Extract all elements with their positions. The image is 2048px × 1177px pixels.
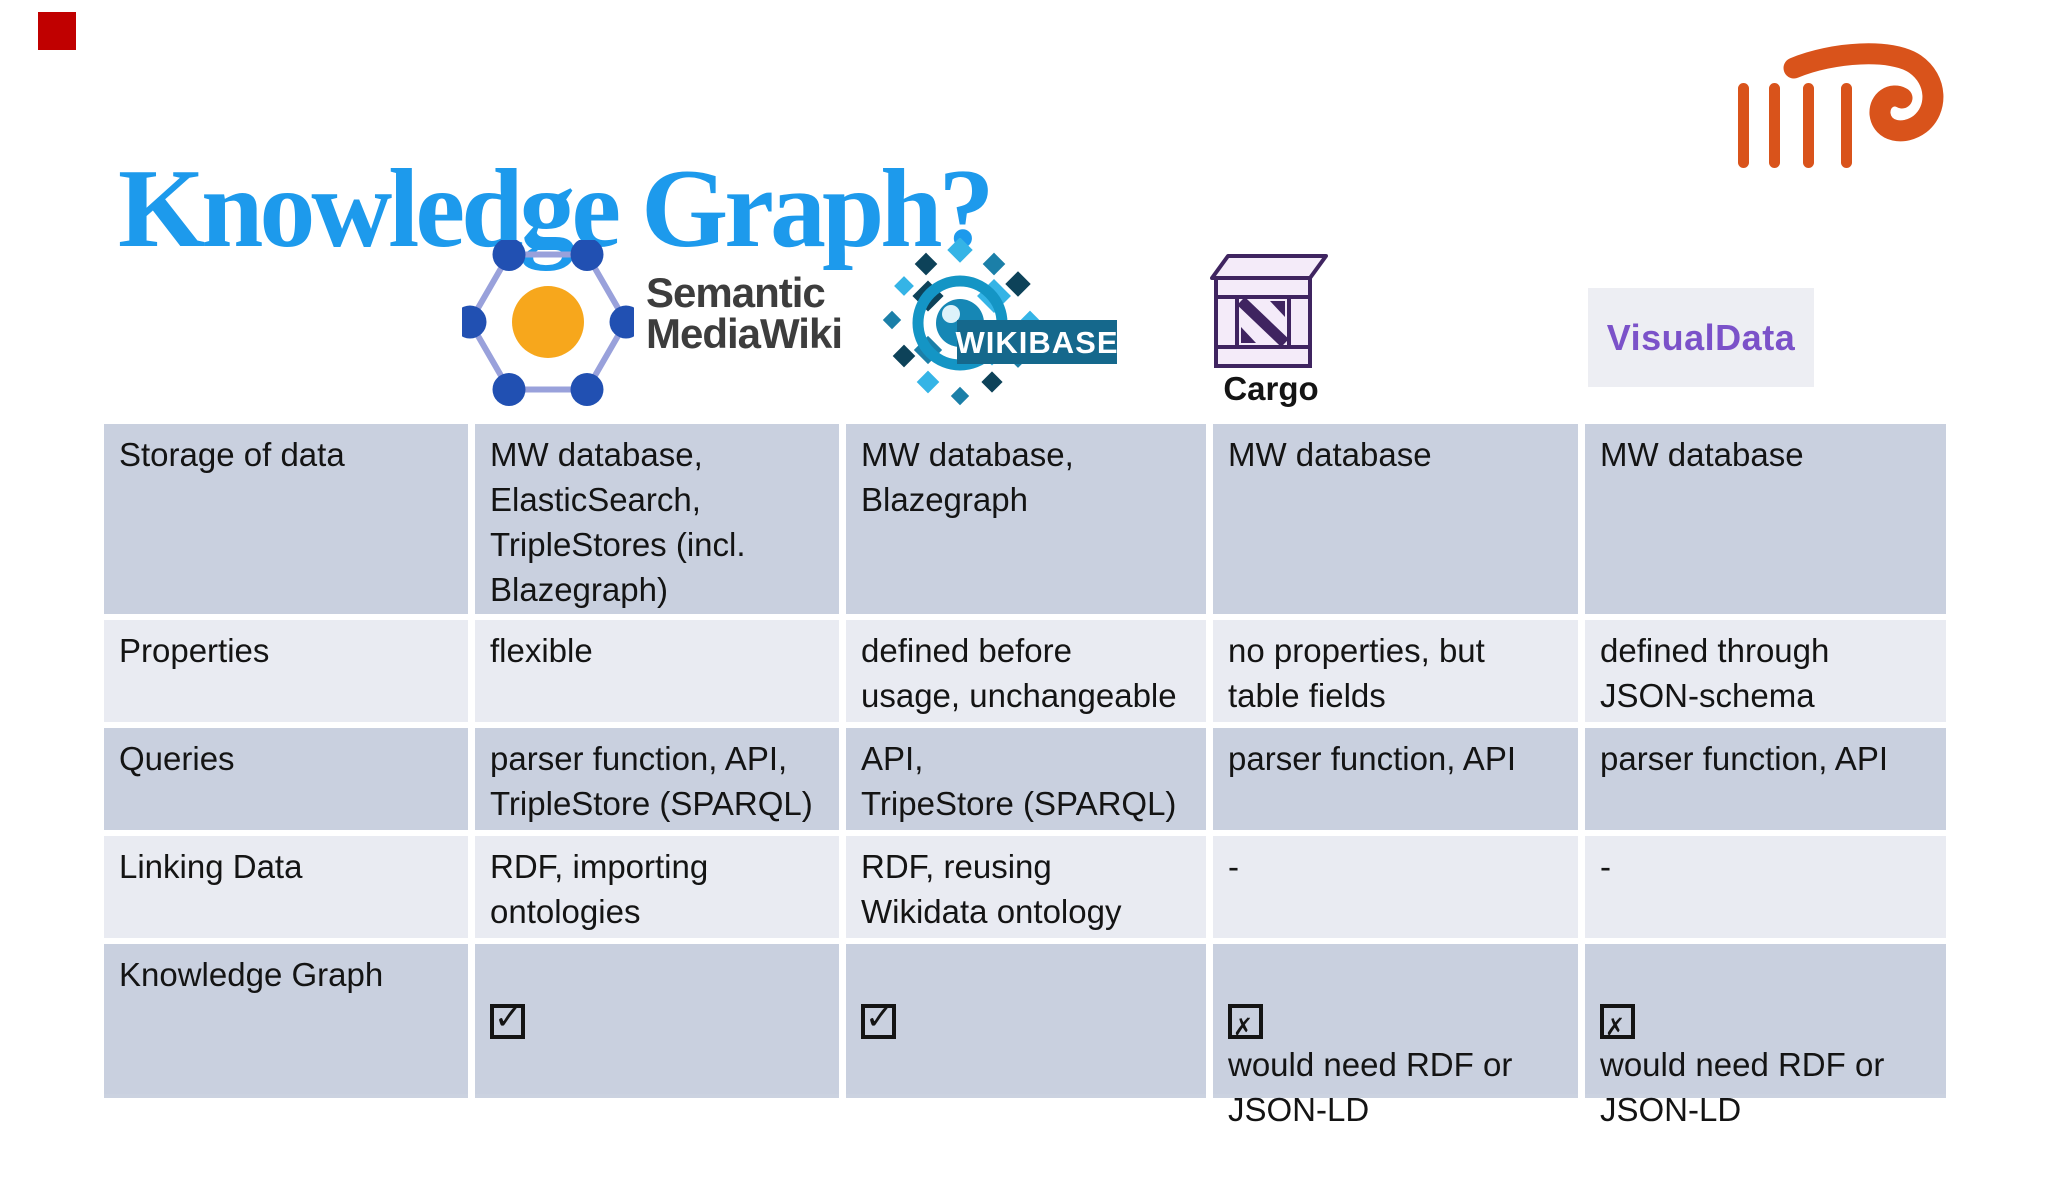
cargo-crate-icon [1210,254,1328,368]
row-header-properties: Properties [104,620,468,722]
cell-visualdata-queries: parser function, API [1585,728,1946,830]
cell-smw-storage: MW database, ElasticSearch, TripleStores… [475,424,839,614]
smw-logo-text-line2: MediaWiki [646,310,843,357]
checked-checkbox-icon: ✓ [861,998,896,1039]
wikibase-mosaic-icon: WIKIBASE [882,237,1119,406]
cell-wikibase-queries: API, TripeStore (SPARQL) [846,728,1206,830]
cell-wikibase-properties: defined before usage, unchangeable [846,620,1206,722]
cell-wikibase-storage: MW database, Blazegraph [846,424,1206,614]
org-logo [1732,40,1952,183]
cell-cargo-knowledge-graph: ✗ would need RDF or JSON-LD [1213,944,1578,1128]
smw-logo-text-line1: Semantic [646,269,826,316]
row-header-queries: Queries [104,728,468,830]
wikibase-logo: WIKIBASE [876,237,1126,423]
cell-smw-knowledge-graph: ✓ [475,944,839,1094]
cargo-kg-note: would need RDF or JSON-LD [1228,1046,1513,1128]
cell-visualdata-properties: defined through JSON-schema [1585,620,1946,722]
checked-checkbox-icon: ✓ [490,998,525,1039]
slide-accent-square [38,12,76,50]
cell-visualdata-linking: - [1585,836,1946,938]
cell-wikibase-knowledge-graph: ✓ [846,944,1206,1094]
cell-smw-properties: flexible [475,620,839,722]
row-header-knowledge-graph: Knowledge Graph [104,944,468,1094]
cell-cargo-queries: parser function, API [1213,728,1578,830]
cargo-logo [1210,250,1330,375]
smw-logo-text: Semantic MediaWiki [646,269,843,357]
smw-logo [453,238,643,417]
row-header-storage: Storage of data [104,424,468,614]
cell-wikibase-linking: RDF, reusing Wikidata ontology [846,836,1206,938]
cell-cargo-linking: - [1213,836,1578,938]
cargo-label: Cargo [1223,370,1319,407]
cell-smw-queries: parser function, API, TripleStore (SPARQ… [475,728,839,830]
page-title: Knowledge Graph? [118,147,995,272]
crossed-checkbox-icon: ✗ [1228,1004,1263,1041]
wikibase-banner-label: WIKIBASE [956,325,1119,360]
crossed-checkbox-icon: ✗ [1600,1004,1635,1041]
row-header-linking: Linking Data [104,836,468,938]
column-volute-icon [1738,43,1944,168]
comparison-table: Storage of data MW database, ElasticSear… [104,424,1946,1128]
cell-visualdata-storage: MW database [1585,424,1946,614]
visualdata-kg-note: would need RDF or JSON-LD [1600,1046,1885,1128]
cell-cargo-storage: MW database [1213,424,1578,614]
visualdata-logo: VisualData [1588,288,1814,387]
cell-smw-linking: RDF, importing ontologies [475,836,839,938]
cell-cargo-properties: no properties, but table fields [1213,620,1578,722]
smw-hexagon-icon [453,238,643,406]
visualdata-label: VisualData [1606,316,1796,358]
cell-visualdata-knowledge-graph: ✗ would need RDF or JSON-LD [1585,944,1946,1128]
